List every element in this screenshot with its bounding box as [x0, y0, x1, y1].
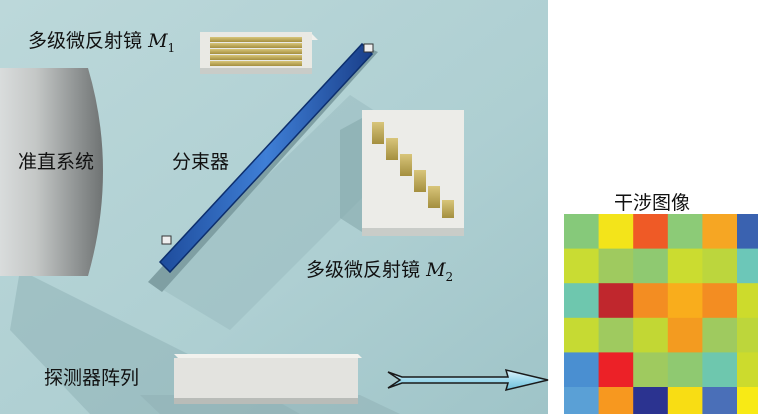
grid-cell [702, 283, 738, 319]
beamsplitter-corner-left [161, 235, 172, 245]
grid-cell [737, 352, 758, 388]
grid-cell [598, 387, 634, 414]
beamsplitter-corner-right [363, 43, 374, 53]
grid-cell [667, 387, 703, 414]
grid-cell [598, 317, 634, 353]
grid-cell [633, 248, 669, 284]
grid-cell [598, 352, 634, 388]
grid-cell [633, 387, 669, 414]
grid-cell [564, 248, 599, 284]
grid-cell [633, 214, 669, 249]
detector-top [174, 354, 362, 358]
mirror2-label-symbol: M2 [426, 259, 454, 284]
grid-cell [633, 283, 669, 319]
grid-cell [737, 283, 758, 319]
mirror1-label-text: 多级微反射镜 [28, 30, 143, 52]
grid-cell [564, 214, 599, 249]
detector-label: 探测器阵列 [44, 367, 140, 389]
beamsplitter-label: 分束器 [172, 151, 230, 173]
mirror2-steps [372, 122, 454, 218]
grid-cell [667, 214, 703, 249]
grid-cell [737, 248, 758, 284]
interferogram-label: 干涉图像 [614, 192, 691, 214]
grid-cell [564, 387, 599, 414]
mirror2-label-text: 多级微反射镜 [306, 259, 421, 281]
grid-cell [702, 214, 738, 249]
grid-cell [598, 214, 634, 249]
output-arrow [387, 368, 549, 392]
grid-cell [598, 283, 634, 319]
grid-cell [564, 317, 599, 353]
collimator-cylinder [0, 68, 103, 276]
mirror1-edge [200, 68, 312, 74]
mirror2-shadow [340, 118, 362, 232]
grid-cell [633, 317, 669, 353]
grid-cell [702, 317, 738, 353]
grid-cell [702, 352, 738, 388]
collimator-label: 准直系统 [18, 151, 95, 173]
grid-cell [564, 283, 599, 319]
detector-edge [174, 398, 358, 404]
grid-cell [667, 317, 703, 353]
grid-cell [667, 248, 703, 284]
grid-cell [667, 352, 703, 388]
grid-cell [702, 387, 738, 414]
beamsplitter-plate [158, 42, 374, 274]
grid-cell [633, 352, 669, 388]
grid-cell [598, 248, 634, 284]
grid-cell [702, 248, 738, 284]
mirror1-steps [210, 37, 302, 66]
mirror1-label-symbol: M1 [148, 30, 176, 55]
grid-cell [737, 214, 758, 249]
grid-cell [737, 317, 758, 353]
grid-cell [667, 283, 703, 319]
mirror1-label: 多级微反射镜 M1 [28, 26, 175, 55]
grid-cell [564, 352, 599, 388]
mirror2-label: 多级微反射镜 M2 [306, 255, 453, 284]
interferogram-grid [564, 214, 758, 414]
mirror2-edge [362, 228, 464, 236]
detector-block [174, 358, 358, 398]
grid-cell [737, 387, 758, 414]
